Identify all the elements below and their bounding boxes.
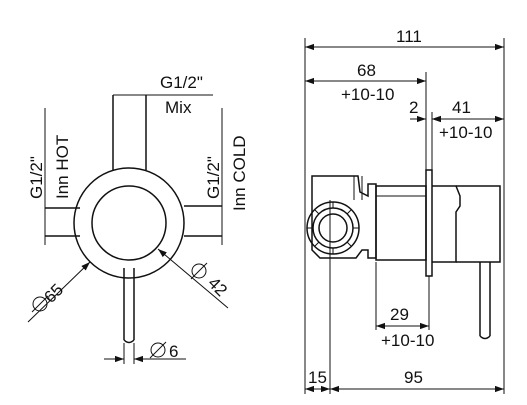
cold-thread-label: G1/2" [204, 156, 223, 199]
wall-plate [425, 169, 433, 277]
lever-diameter-symbol [150, 342, 166, 358]
dim-plate-value: 2 [409, 98, 418, 117]
dim-back-offset-value: 15 [308, 368, 327, 387]
mix-thread-label: G1/2" [160, 73, 203, 92]
hot-label: Inn HOT [53, 135, 72, 199]
cartridge-sleeve [375, 185, 427, 261]
plate-diameter-symbol [32, 296, 48, 312]
mixer-body-outline [311, 175, 377, 259]
cold-label: Inn COLD [230, 135, 249, 211]
cover-plate-circle [73, 167, 185, 279]
hot-thread-label: G1/2" [27, 156, 46, 199]
handle-circle [91, 185, 167, 261]
dim-overall-value: 111 [396, 27, 422, 46]
mix-label: Mix [165, 98, 192, 117]
dim-front-length-value: 95 [404, 368, 423, 387]
handle-diameter-value: 42 [204, 273, 231, 300]
handle-diameter-symbol-slash [190, 262, 208, 280]
inlet-thread-ticks [307, 202, 359, 254]
front-view: G1/2" Mix G1/2" Inn HOT G1/2" Inn COLD 6… [27, 73, 249, 364]
dim-handle-length-tolerance: +10-10 [439, 123, 492, 142]
plate-diameter-symbol-slash [31, 295, 49, 313]
dim-handle-length-value: 41 [452, 98, 471, 117]
inlet-outer-ring [306, 201, 360, 255]
side-lever-tip [479, 335, 491, 340]
dim-body-depth-tolerance: +10-10 [341, 85, 394, 104]
plate-diameter-value: 65 [40, 280, 67, 307]
side-view: 111 68 +10-10 2 41 +10-10 29 +10-10 15 9… [304, 27, 505, 394]
handle-cap [456, 185, 501, 263]
dim-sleeve-length-value: 29 [390, 305, 409, 324]
handle-outline [432, 185, 461, 263]
dim-body-depth-value: 68 [357, 61, 376, 80]
dim-sleeve-length-tolerance: +10-10 [381, 331, 434, 350]
lever-tip [123, 339, 135, 344]
lever-diameter-value: 6 [169, 342, 178, 361]
handle-diameter-leader [157, 248, 229, 309]
handle-diameter-symbol [191, 263, 207, 279]
inlet-inner-ring [318, 213, 348, 243]
lever-diameter-symbol-slash [149, 341, 167, 359]
plate-diameter-leader [27, 261, 91, 323]
